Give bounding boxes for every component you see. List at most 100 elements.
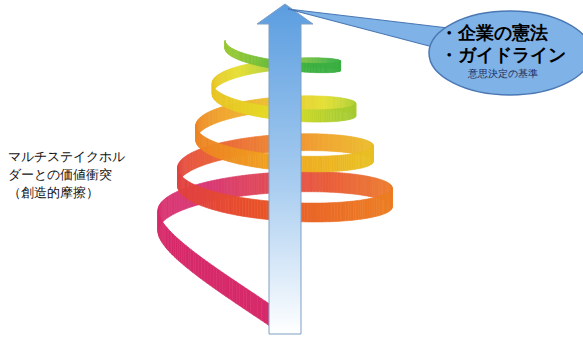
- spiral-ribbon: [369, 149, 371, 166]
- spiral-ribbon: [214, 89, 216, 101]
- spiral-ribbon: [200, 134, 202, 150]
- callout-item: ・企業の憲法: [440, 22, 583, 44]
- spiral-ribbon: [244, 150, 246, 166]
- spiral-ribbon: [179, 173, 181, 192]
- spiral-ribbon: [216, 192, 218, 211]
- spiral-ribbon: [302, 109, 304, 121]
- spiral-ribbon: [234, 196, 237, 215]
- spiral-ribbon: [199, 118, 201, 133]
- spiral-ribbon: [340, 61, 341, 71]
- spiral-ribbon: [353, 105, 355, 118]
- spiral-ribbon: [336, 155, 338, 171]
- spiral-ribbon: [335, 63, 337, 73]
- spiral-ribbon: [233, 49, 235, 58]
- spiral-ribbon: [350, 106, 352, 119]
- spiral-ribbon: [342, 173, 345, 193]
- spiral-ribbon: [354, 105, 355, 118]
- spiral-ribbon: [343, 136, 345, 153]
- spiral-ribbon: [263, 173, 266, 194]
- spiral-ribbon: [226, 44, 227, 53]
- spiral-ribbon: [331, 63, 333, 72]
- spiral-ribbon: [305, 203, 308, 222]
- spiral-ribbon: [228, 195, 231, 214]
- spiral-ribbon: [338, 62, 339, 72]
- spiral-ribbon: [223, 272, 226, 296]
- spiral-ribbon: [349, 107, 351, 120]
- spiral-ribbon: [215, 90, 217, 102]
- spiral-ribbon: [258, 136, 261, 153]
- spiral-ribbon: [180, 175, 182, 194]
- spiral-ribbon: [346, 202, 349, 221]
- spiral-ribbon: [222, 72, 223, 84]
- spiral-ribbon: [340, 61, 341, 71]
- spiral-ribbon: [232, 49, 234, 58]
- spiral-ribbon: [225, 43, 226, 52]
- spiral-ribbon: [318, 156, 320, 172]
- spiral-ribbon: [216, 90, 218, 102]
- spiral-ribbon: [345, 173, 348, 193]
- spiral-ribbon: [340, 61, 341, 71]
- spiral-ribbon: [366, 150, 367, 166]
- spiral-ribbon: [333, 172, 336, 192]
- spiral-ribbon: [341, 135, 343, 152]
- spiral-ribbon: [351, 106, 353, 119]
- spiral-ribbon: [220, 193, 223, 212]
- spiral-ribbon: [314, 203, 317, 222]
- spiral-ribbon: [240, 284, 244, 308]
- spiral-ribbon: [236, 176, 239, 197]
- spiral-ribbon: [351, 106, 353, 119]
- spiral-ribbon: [226, 275, 229, 299]
- spiral-ribbon: [365, 199, 367, 219]
- spiral-ribbon: [355, 103, 356, 116]
- spiral-ribbon: [387, 193, 389, 213]
- spiral-ribbon: [340, 61, 341, 71]
- spiral-ribbon: [317, 203, 320, 222]
- spiral-ribbon: [237, 148, 239, 164]
- spiral-ribbon: [236, 282, 239, 306]
- spiral-ribbon: [225, 43, 226, 52]
- spiral-ribbon: [304, 96, 306, 110]
- spiral-ribbon: [307, 134, 310, 151]
- spiral-ribbon: [329, 156, 331, 172]
- spiral-ribbon: [193, 251, 196, 275]
- spiral-ribbon: [179, 174, 181, 193]
- spiral-ribbon: [262, 105, 264, 117]
- spiral-ribbon: [302, 96, 304, 110]
- spiral-ribbon: [386, 193, 387, 213]
- spiral-ribbon: [370, 148, 372, 165]
- spiral-ribbon: [233, 176, 236, 197]
- spiral-ribbon: [329, 203, 332, 222]
- spiral-ribbon: [197, 131, 199, 146]
- spiral-ribbon: [234, 50, 236, 59]
- spiral-ribbon: [352, 106, 354, 119]
- spiral-ribbon: [230, 147, 232, 163]
- spiral-ribbon: [199, 133, 201, 149]
- spiral-ribbon: [213, 266, 216, 290]
- spiral-ribbon: [233, 279, 236, 303]
- spiral-ribbon: [337, 62, 339, 72]
- spiral-ribbon: [231, 48, 233, 57]
- spiral-ribbon: [198, 132, 200, 147]
- spiral-ribbon: [229, 277, 232, 301]
- callout-note: 意思決定の基準: [468, 67, 583, 80]
- spiral-ribbon: [315, 156, 317, 172]
- spiral-ribbon: [315, 96, 317, 110]
- spiral-ribbon: [261, 153, 264, 169]
- spiral-ribbon: [220, 73, 222, 85]
- spiral-ribbon: [217, 74, 219, 86]
- spiral-ribbon: [332, 135, 334, 152]
- spiral-ribbon: [326, 203, 329, 222]
- spiral-ribbon: [207, 262, 210, 286]
- spiral-ribbon: [181, 242, 183, 265]
- spiral-ribbon: [257, 200, 260, 219]
- spiral-ribbon: [355, 103, 356, 116]
- upward-arrow: [257, 4, 313, 334]
- spiral-ribbon: [355, 103, 356, 116]
- spiral-ribbon: [336, 172, 339, 192]
- callout-ellipse: ・企業の憲法・ガイドライン意思決定の基準: [428, 10, 583, 96]
- spiral-ribbon: [334, 135, 336, 152]
- spiral-ribbon: [361, 200, 363, 219]
- spiral-ribbon: [244, 101, 246, 115]
- spiral-ribbon: [330, 172, 333, 192]
- spiral-ribbon: [199, 117, 201, 132]
